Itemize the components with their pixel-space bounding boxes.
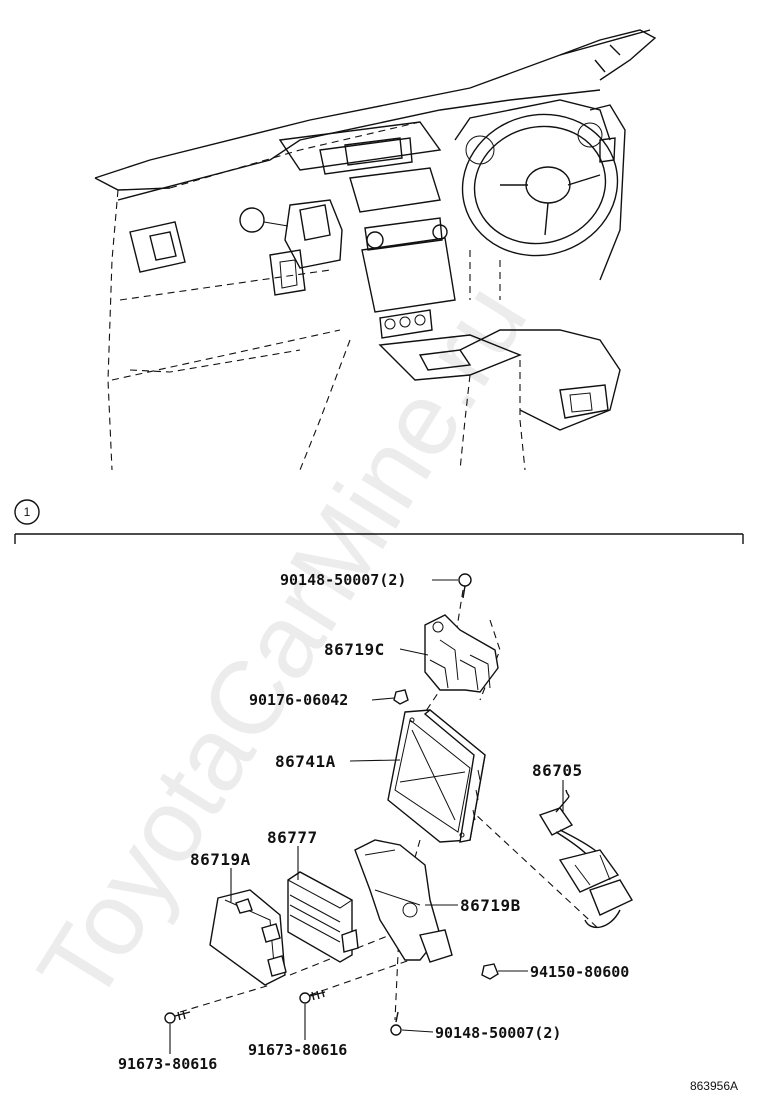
callout-number: 1 <box>24 505 31 519</box>
box-86777-part <box>287 871 359 963</box>
callout-header: 1 <box>14 499 744 544</box>
nut-90176-part <box>393 689 409 705</box>
reference-code: 863956A <box>690 1079 738 1093</box>
label-91673-left: 91673-80616 <box>118 1055 217 1073</box>
harness-86705-part <box>538 789 633 929</box>
label-86719b: 86719B <box>460 896 521 915</box>
top-bolt-part <box>458 573 472 599</box>
label-86705: 86705 <box>532 761 583 780</box>
part-labels: 90148-50007(2) 86719C 90176-06042 86741A… <box>118 571 629 1073</box>
label-90176: 90176-06042 <box>249 691 348 709</box>
exploded-view <box>164 573 633 1054</box>
label-94150: 94150-80600 <box>530 963 629 981</box>
dashboard-overview <box>94 29 657 471</box>
main-unit-86741a-part <box>387 709 486 843</box>
bracket-86719c-part <box>424 614 499 693</box>
label-91673-mid: 91673-80616 <box>248 1041 347 1059</box>
bracket-86719b-part <box>354 839 453 963</box>
label-90148-bottom: 90148-50007(2) <box>435 1024 561 1042</box>
label-90148-top: 90148-50007(2) <box>280 571 406 589</box>
label-86777: 86777 <box>267 828 318 847</box>
nut-94150-part <box>481 963 499 980</box>
label-86741a: 86741A <box>275 752 336 771</box>
label-86719c: 86719C <box>324 640 385 659</box>
screw-left-part <box>164 1010 191 1024</box>
screw-mid-part <box>299 989 326 1004</box>
bracket-86719a-part <box>209 889 287 986</box>
label-86719a: 86719A <box>190 850 251 869</box>
bottom-bolt-part <box>390 1011 402 1036</box>
